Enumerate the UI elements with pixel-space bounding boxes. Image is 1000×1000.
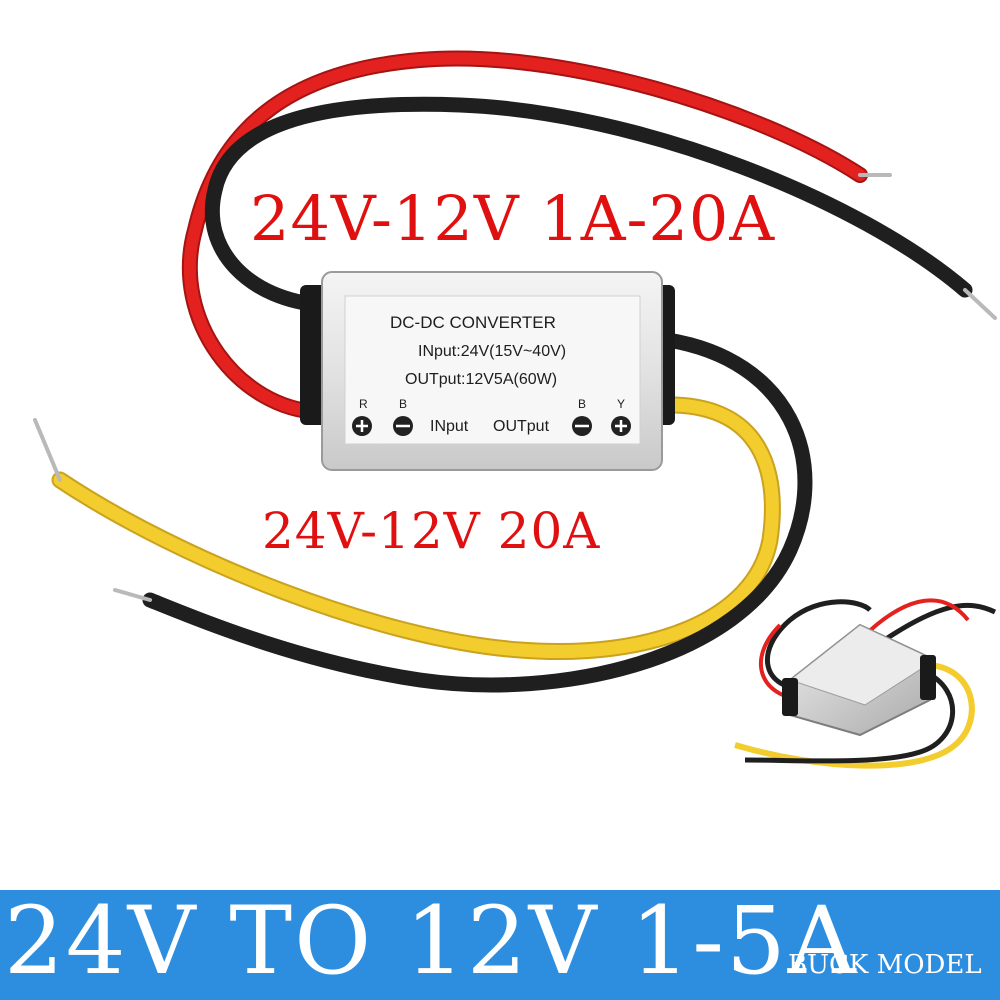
input-word: INput bbox=[430, 418, 469, 435]
black-input-wire bbox=[204, 96, 997, 320]
black-output-wire bbox=[113, 332, 813, 693]
banner-sub-text: BUCK MODEL bbox=[788, 950, 982, 980]
input-spec: INput:24V(15V~40V) bbox=[418, 343, 566, 360]
plus-icon bbox=[611, 416, 631, 436]
minus-icon bbox=[393, 416, 413, 436]
output-word: OUTput bbox=[493, 418, 550, 435]
headline-middle: 24V-12V 20A bbox=[262, 502, 601, 560]
minus-icon bbox=[572, 416, 592, 436]
plus-icon bbox=[352, 416, 372, 436]
pin-b-right-label: B bbox=[578, 397, 586, 411]
pin-b-left-label: B bbox=[399, 397, 407, 411]
output-spec: OUTput:12V5A(60W) bbox=[405, 371, 557, 388]
converter-label: DC-DC CONVERTER INput:24V(15V~40V) OUTpu… bbox=[352, 313, 631, 436]
bottom-banner: 24V TO 12V 1-5A BUCK MODEL bbox=[0, 890, 1000, 1000]
banner-main-text: 24V TO 12V 1-5A bbox=[4, 887, 858, 996]
headline-top: 24V-12V 1A-20A bbox=[250, 182, 776, 255]
pin-r-label: R bbox=[359, 397, 368, 411]
inset-product-photo bbox=[734, 598, 997, 769]
red-input-wire bbox=[181, 50, 892, 420]
yellow-output-wire bbox=[33, 396, 781, 661]
converter-title: DC-DC CONVERTER bbox=[390, 313, 556, 332]
pin-y-label: Y bbox=[617, 397, 625, 411]
